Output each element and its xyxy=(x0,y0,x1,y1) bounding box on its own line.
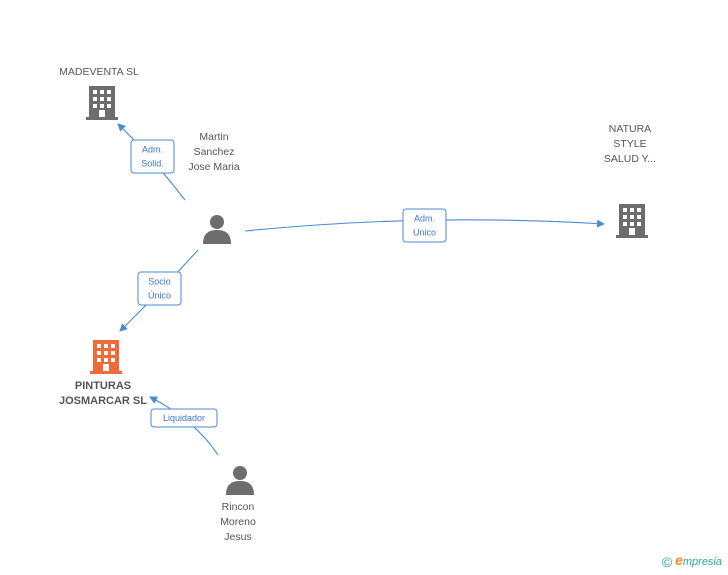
edge-martin-natura: Adm. Unico xyxy=(244,208,605,243)
building-icon[interactable] xyxy=(86,86,118,120)
node-label: PINTURAS xyxy=(75,380,131,392)
edge-label-text: Adm. xyxy=(142,145,163,155)
node-label: SALUD Y... xyxy=(604,153,656,165)
edge-rincon-pinturas: Liquidador xyxy=(149,396,219,456)
node-label: NATURA xyxy=(609,123,651,135)
edge-label-text: Liquidador xyxy=(163,413,205,423)
node-label: MADEVENTA SL xyxy=(59,66,139,78)
node-label: Sanchez xyxy=(194,146,235,158)
edge-label-text: Único xyxy=(148,291,171,301)
edge-martin-madeventa: Adm. Solid. xyxy=(117,123,186,201)
node-pinturas[interactable]: PINTURAS JOSMARCAR SL xyxy=(59,340,147,407)
node-label: Martin xyxy=(199,131,228,143)
node-label: STYLE xyxy=(613,138,646,150)
person-icon[interactable] xyxy=(226,466,254,495)
building-icon[interactable] xyxy=(90,340,122,374)
edge-label-text: Unico xyxy=(413,228,436,238)
edge-label-box[interactable] xyxy=(137,271,182,306)
empresia-logo: © empresia xyxy=(662,552,722,570)
copyright-icon: © xyxy=(661,554,673,570)
node-label: Rincon xyxy=(222,501,255,513)
node-label: Jose Maria xyxy=(188,161,240,173)
node-label: Moreno xyxy=(220,516,256,528)
node-label: JOSMARCAR SL xyxy=(59,395,147,407)
node-label: Jesus xyxy=(224,531,251,543)
edge-label-text: Adm. xyxy=(414,214,435,224)
edge-label-text: Socio xyxy=(148,277,171,287)
person-icon[interactable] xyxy=(203,215,231,244)
edge-label-text: Solid. xyxy=(141,159,164,169)
edge-label-box[interactable] xyxy=(402,208,447,243)
logo-initial: e xyxy=(675,551,683,568)
edge-label-box[interactable] xyxy=(150,408,218,428)
node-natura[interactable]: NATURA STYLE SALUD Y... xyxy=(604,123,656,238)
node-madeventa[interactable]: MADEVENTA SL xyxy=(59,66,139,120)
logo-text: mpresia xyxy=(682,555,722,568)
edge-label-box[interactable] xyxy=(130,139,175,174)
building-icon[interactable] xyxy=(616,204,648,238)
